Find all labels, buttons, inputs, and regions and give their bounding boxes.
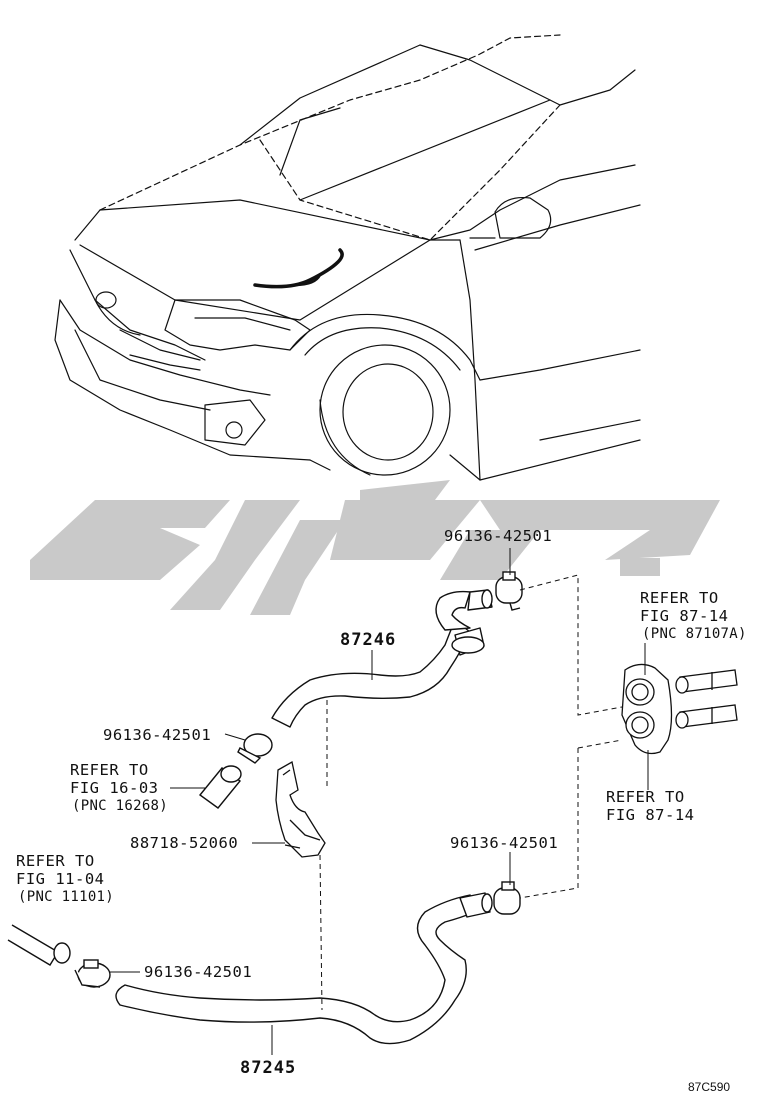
clamp-bottom-graphic — [74, 959, 111, 988]
clamp-right-graphic — [493, 881, 521, 915]
pipe-16-03 — [198, 765, 242, 809]
label-clamp-right: 96136-42501 — [450, 834, 559, 852]
label-clamp-bottom: 96136-42501 — [144, 963, 253, 981]
clamp-left-graphic — [237, 733, 273, 764]
label-refer-16-pnc: (PNC 16268) — [72, 798, 169, 814]
figure-code: 87C590 — [688, 1080, 731, 1094]
label-bracket: 88718-52060 — [130, 834, 239, 852]
label-refer-87b-line1: REFER TO — [606, 788, 685, 806]
label-refer-11-line1: REFER TO — [16, 852, 95, 870]
label-clamp-top: 96136-42501 — [444, 527, 553, 545]
car-body — [54, 34, 641, 481]
label-refer-11-line2: FIG 11-04 — [16, 870, 105, 888]
label-clamp-left: 96136-42501 — [103, 726, 212, 744]
hose-87245 — [115, 892, 493, 1045]
bracket-88718 — [275, 760, 326, 858]
leader-lines — [110, 548, 649, 1055]
label-hose-87245: 87245 — [240, 1058, 297, 1078]
label-refer-16-line2: FIG 16-03 — [70, 779, 159, 797]
label-refer-87b-line2: FIG 87-14 — [606, 806, 695, 824]
clamp-top-graphic — [495, 571, 523, 611]
label-refer-16-line1: REFER TO — [70, 761, 149, 779]
hose-87246 — [271, 589, 493, 728]
label-refer-87a-line1: REFER TO — [640, 589, 719, 607]
label-hose-87246: 87246 — [340, 630, 397, 650]
pipe-11-04 — [7, 924, 71, 966]
label-refer-87a-pnc: (PNC 87107A) — [642, 626, 747, 642]
label-refer-87a-line2: FIG 87-14 — [640, 607, 729, 625]
heater-core-fitting — [621, 663, 673, 755]
heater-pipes — [675, 669, 738, 729]
watermark-logo — [30, 480, 720, 615]
label-refer-11-pnc: (PNC 11101) — [18, 889, 115, 905]
